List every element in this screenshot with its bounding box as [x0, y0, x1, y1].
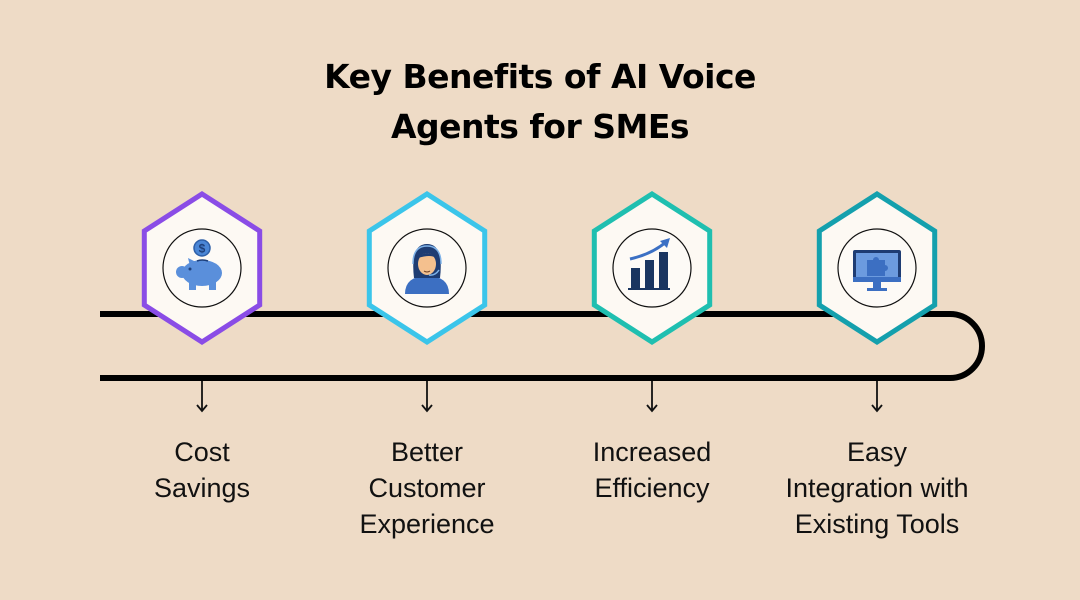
timeline-track — [100, 311, 985, 381]
benefit-node — [366, 191, 488, 413]
svg-text:$: $ — [199, 242, 206, 256]
benefit-node — [591, 191, 713, 413]
arrow-down-icon — [196, 381, 208, 413]
growth-chart-icon — [628, 238, 670, 290]
arrow-down-icon — [421, 381, 433, 413]
page-title: Key Benefits of AI Voice Agents for SMEs — [324, 57, 756, 146]
benefit-node — [816, 191, 938, 413]
support-agent-icon — [405, 244, 449, 294]
piggy-bank-icon: $ — [176, 239, 222, 290]
arrow-down-icon — [646, 381, 658, 413]
benefit-node: $ — [141, 191, 263, 413]
arrow-down-icon — [871, 381, 883, 413]
monitor-puzzle-icon — [853, 250, 901, 291]
